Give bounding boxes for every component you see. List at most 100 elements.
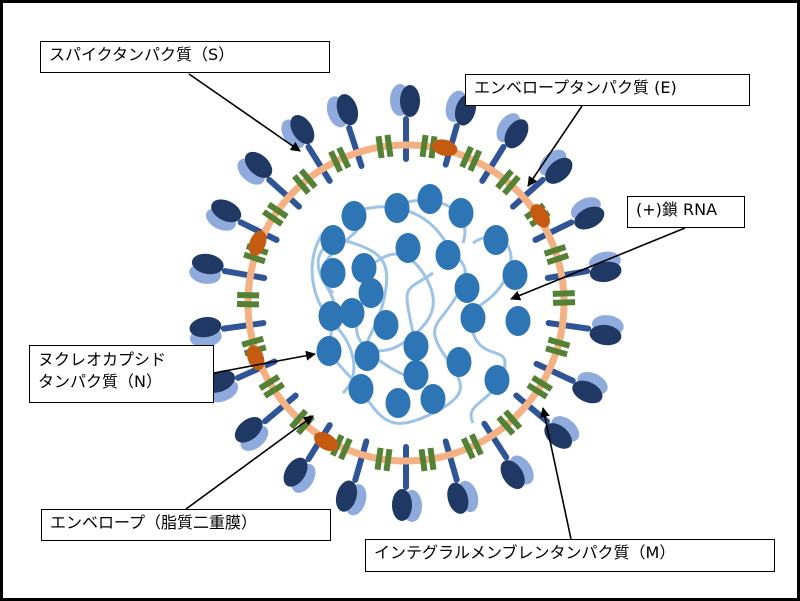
membrane-protein bbox=[543, 244, 570, 266]
membrane-protein-bar bbox=[328, 150, 343, 173]
spike-stalk bbox=[221, 268, 268, 281]
spike-stalk bbox=[262, 392, 299, 425]
membrane-protein-bar bbox=[375, 135, 385, 159]
spike-protein bbox=[572, 372, 608, 404]
membrane-protein-bar bbox=[261, 209, 284, 227]
spike-head-dark bbox=[544, 423, 573, 449]
nucleocapsid-protein bbox=[460, 303, 486, 333]
label-rna: (+)鎖 RNA bbox=[627, 196, 745, 228]
nucleocapsid-protein bbox=[403, 360, 429, 390]
pointer-arrow bbox=[185, 415, 314, 510]
spike-protein bbox=[234, 416, 269, 451]
membrane-protein-bar bbox=[263, 381, 286, 399]
membrane-protein-bar bbox=[496, 415, 516, 436]
nucleocapsid-protein bbox=[351, 253, 377, 283]
label-spike-protein: スパイクタンパク質（S） bbox=[40, 41, 330, 73]
envelope-protein bbox=[530, 204, 550, 228]
membrane-protein bbox=[495, 169, 521, 196]
membrane-protein-bar bbox=[383, 448, 393, 472]
spike-head-dark bbox=[283, 457, 308, 487]
pointer-arrow bbox=[539, 407, 572, 540]
membrane-protein-bar bbox=[495, 169, 514, 190]
spike-head-dark bbox=[211, 199, 242, 223]
spike-head-dark bbox=[336, 94, 359, 126]
pointer-arrows bbox=[185, 73, 686, 540]
spike-stalk bbox=[352, 438, 370, 483]
spike-head-dark bbox=[589, 261, 622, 283]
spike-head-dark bbox=[189, 317, 222, 338]
membrane-protein-bar bbox=[545, 345, 568, 358]
spike-stalk bbox=[442, 438, 460, 483]
nucleocapsid-protein bbox=[318, 301, 344, 331]
spike-head-dark bbox=[392, 489, 412, 521]
nucleocapsid-protein bbox=[420, 384, 446, 414]
membrane-protein-bar bbox=[384, 134, 394, 158]
membrane-protein-bar bbox=[292, 174, 311, 195]
spike-stalk bbox=[479, 143, 507, 184]
membrane-protein-bar bbox=[258, 374, 281, 391]
spike-protein bbox=[326, 94, 359, 128]
membrane-protein bbox=[328, 146, 352, 173]
spike-protein bbox=[496, 113, 529, 149]
pointer-arrow bbox=[527, 105, 583, 187]
membrane-protein-bar bbox=[547, 336, 571, 349]
spike-protein bbox=[544, 416, 580, 449]
spike-head-dark bbox=[589, 324, 622, 346]
membrane-protein-bar bbox=[526, 382, 549, 400]
nucleocapsid-protein bbox=[403, 331, 429, 361]
spike-head-dark bbox=[504, 119, 529, 149]
spike-protein bbox=[189, 253, 224, 284]
spike-protein bbox=[390, 84, 420, 117]
spike-stalk bbox=[532, 219, 575, 243]
pointer-arrow bbox=[213, 350, 316, 374]
envelope-proteins bbox=[246, 139, 550, 452]
spike-stalk bbox=[510, 176, 546, 210]
spike-head-dark bbox=[447, 482, 469, 514]
nucleocapsid-protein bbox=[341, 201, 367, 231]
membrane-protein bbox=[460, 433, 484, 460]
membrane-protein bbox=[258, 374, 286, 399]
nucleocapsid-protein bbox=[505, 306, 531, 336]
membrane-protein bbox=[375, 134, 394, 159]
spike-head-dark bbox=[545, 157, 573, 184]
membrane-protein-bar bbox=[531, 374, 554, 392]
coronavirus-diagram bbox=[185, 73, 686, 540]
membrane-protein-bar bbox=[289, 408, 309, 430]
membrane-protein-bar bbox=[552, 299, 576, 306]
envelope-protein bbox=[248, 230, 267, 256]
label-nucleocapsid-line2: タンパク質（N） bbox=[38, 372, 162, 391]
spike-protein bbox=[205, 199, 242, 231]
nucleocapsid-protein bbox=[385, 388, 411, 418]
nucleocapsid-protein bbox=[483, 225, 509, 255]
spike-protein bbox=[539, 149, 573, 184]
envelope-protein bbox=[314, 432, 338, 452]
nucleocapsid-protein bbox=[435, 240, 461, 270]
spike-protein bbox=[283, 457, 316, 493]
membrane-protein-bar bbox=[336, 146, 352, 169]
label-nucleocapsid-protein: ヌクレオカプシド タンパク質（N） bbox=[29, 345, 214, 403]
spike-head-dark bbox=[400, 85, 420, 117]
nucleocapsid-protein bbox=[320, 258, 346, 288]
membrane-protein bbox=[236, 292, 260, 308]
membrane-protein bbox=[418, 447, 437, 472]
membrane-protein-bar bbox=[374, 447, 384, 471]
spike-head-dark bbox=[335, 480, 358, 512]
membrane-protein-bar bbox=[467, 149, 483, 172]
label-envelope: エンベロープ（脂質二重膜） bbox=[41, 509, 331, 541]
spike-stalk bbox=[544, 268, 591, 281]
nucleocapsid-protein bbox=[320, 225, 346, 255]
membrane-protein bbox=[552, 290, 576, 306]
spike-head-dark bbox=[290, 115, 315, 145]
membrane-protein-bar bbox=[237, 292, 260, 299]
spike-proteins bbox=[189, 84, 624, 522]
membrane-protein-bar bbox=[459, 145, 474, 169]
pointer-arrow bbox=[510, 227, 686, 301]
spike-head-dark bbox=[234, 416, 263, 443]
spike-stalk bbox=[533, 360, 576, 384]
spike-stalk bbox=[305, 143, 333, 184]
spike-protein bbox=[500, 455, 534, 490]
spike-protein bbox=[589, 315, 624, 346]
spike-stalk bbox=[346, 125, 365, 170]
membrane-protein-bar bbox=[418, 448, 428, 472]
